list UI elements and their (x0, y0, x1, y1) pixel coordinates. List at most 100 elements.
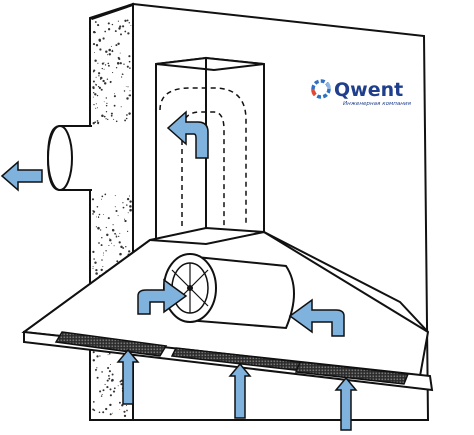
arrow-curve-left-icon (166, 110, 209, 159)
insulation-speck (93, 103, 95, 106)
insulation-speck (116, 62, 120, 65)
insulation-speck (115, 209, 118, 213)
insulation-speck (94, 21, 97, 23)
insulation-speck (122, 202, 124, 204)
insulation-speck (107, 22, 110, 25)
insulation-speck (115, 234, 117, 236)
insulation-speck (96, 216, 97, 218)
insulation-speck (100, 88, 103, 91)
insulation-speck (130, 25, 132, 27)
insulation-speck (95, 370, 97, 372)
logo-name: Qwent (334, 79, 403, 101)
wall-top-edge (90, 4, 133, 20)
insulation-speck (100, 78, 102, 81)
insulation-speck (120, 106, 122, 108)
insulation-speck (95, 268, 98, 272)
grease-filters (54, 331, 410, 385)
insulation-speck (111, 412, 113, 414)
insulation-speck (115, 67, 118, 69)
insulation-speck (92, 351, 95, 354)
insulation-speck (95, 368, 97, 371)
insulation-speck (92, 96, 94, 98)
insulation-speck (108, 352, 111, 355)
insulation-speck (111, 50, 114, 53)
insulation-speck (100, 268, 103, 272)
insulation-speck (102, 254, 104, 256)
insulation-speck (110, 364, 111, 365)
insulation-speck (103, 68, 105, 70)
insulation-speck (124, 30, 127, 33)
insulation-speck (109, 388, 112, 391)
insulation-speck (108, 48, 111, 52)
insulation-speck (107, 118, 109, 121)
insulation-speck (109, 238, 111, 240)
insulation-speck (118, 241, 121, 244)
insulation-speck (119, 62, 122, 65)
insulation-speck (95, 272, 98, 275)
insulation-speck (98, 242, 100, 244)
insulation-speck (98, 86, 101, 89)
insulation-speck (105, 97, 108, 99)
insulation-speck (92, 250, 95, 254)
insulation-speck (102, 79, 105, 83)
logo-ring-icon (311, 79, 331, 99)
insulation-speck (102, 37, 105, 40)
insulation-speck (115, 120, 118, 123)
insulation-speck (103, 101, 105, 103)
chimney-duct (155, 56, 265, 242)
insulation-speck (105, 104, 108, 107)
insulation-speck (125, 86, 127, 87)
insulation-speck (127, 212, 129, 214)
insulation-speck (93, 52, 95, 54)
insulation-speck (122, 25, 125, 28)
insulation-speck (109, 80, 112, 83)
insulation-speck (129, 208, 132, 212)
insulation-speck (94, 59, 97, 62)
insulation-speck (117, 215, 119, 217)
insulation-speck (126, 97, 129, 100)
insulation-speck (126, 409, 128, 412)
insulation-speck (102, 252, 105, 254)
insulation-speck (128, 112, 131, 115)
fan-housing (163, 253, 295, 330)
insulation-speck (123, 218, 126, 220)
insulation-speck (115, 44, 118, 47)
insulation-speck (113, 104, 116, 107)
insulation-speck (96, 355, 99, 358)
insulation-speck (96, 376, 99, 379)
insulation-speck (112, 390, 116, 393)
insulation-speck (109, 413, 112, 416)
insulation-speck (92, 71, 95, 73)
insulation-speck (126, 204, 128, 206)
insulation-speck (103, 213, 105, 215)
insulation-speck (118, 401, 121, 404)
insulation-speck (120, 245, 123, 249)
insulation-speck (98, 411, 101, 414)
insulation-speck (128, 250, 131, 253)
insulation-speck (126, 197, 130, 201)
insulation-speck (108, 53, 112, 56)
insulation-speck (93, 92, 95, 94)
insulation-speck (107, 374, 110, 377)
insulation-speck (115, 235, 118, 238)
insulation-speck (101, 115, 104, 118)
insulation-speck (118, 27, 121, 30)
insulation-speck (123, 414, 127, 418)
insulation-speck (106, 379, 109, 382)
insulation-speck (125, 404, 127, 407)
insulation-speck (125, 246, 127, 248)
arrow-up-icon (116, 348, 358, 431)
insulation-speck (94, 31, 96, 34)
insulation-speck (92, 401, 95, 403)
insulation-speck (95, 103, 97, 105)
insulation-speck (129, 205, 132, 208)
insulation-speck (96, 94, 99, 97)
insulation-speck (114, 195, 116, 197)
arrow-left-icon (0, 160, 43, 192)
insulation-speck (92, 213, 94, 215)
insulation-speck (101, 259, 103, 261)
insulation-speck (102, 266, 104, 268)
insulation-speck (113, 118, 115, 120)
insulation-speck (99, 390, 102, 393)
